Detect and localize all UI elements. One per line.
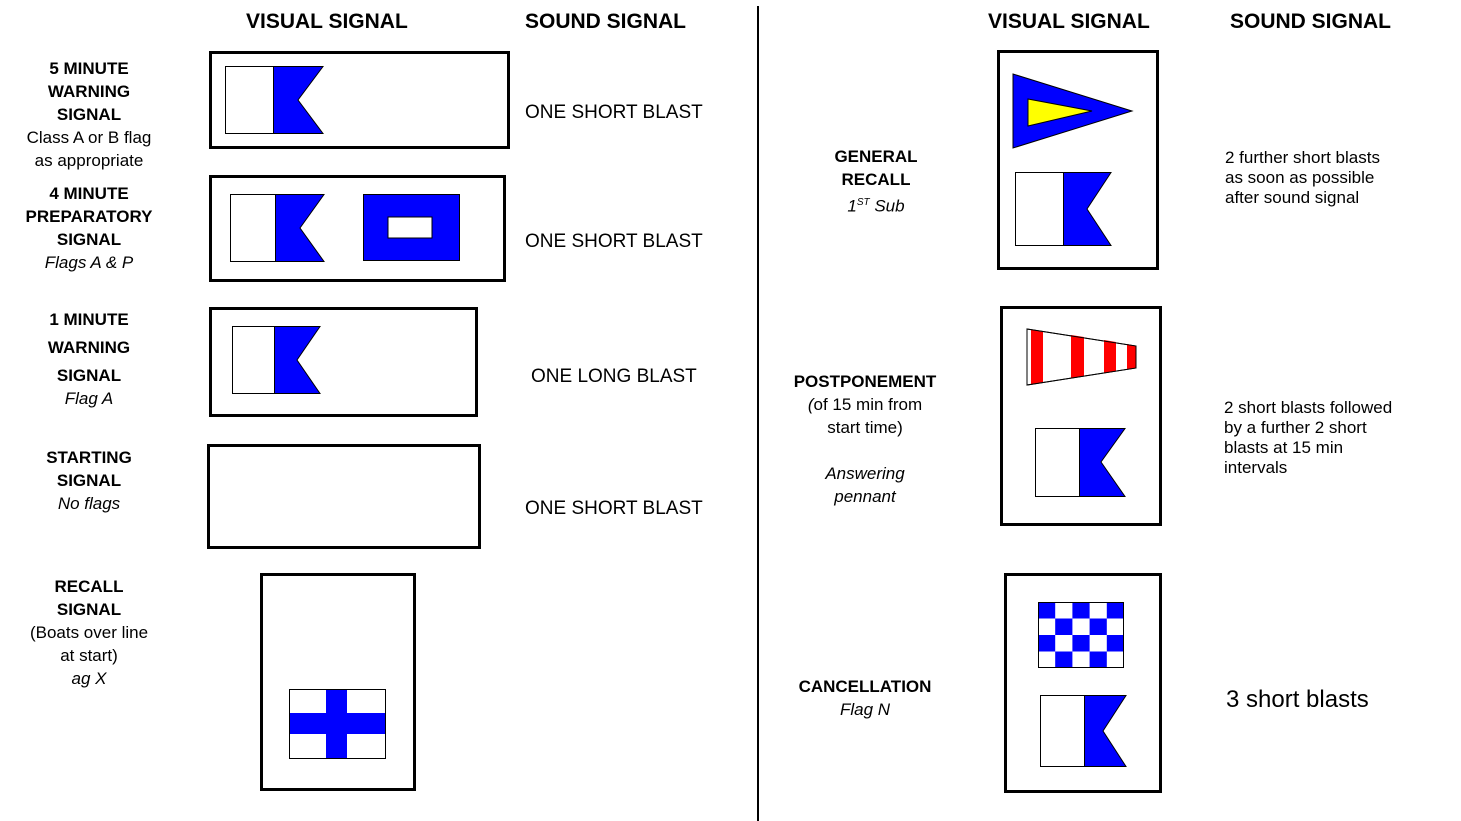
flag-a-icon [1035, 428, 1126, 497]
flag-p-icon [363, 194, 460, 261]
four-minute-preparatory-label: 4 MINUTE PREPARATORY SIGNAL Flags A & P [25, 184, 153, 272]
right-sound-header: SOUND SIGNAL [1230, 10, 1392, 33]
flag-a-icon [1015, 172, 1112, 246]
flag-a-icon [230, 194, 325, 262]
answering-pennant-icon [1026, 328, 1137, 386]
flag-a-icon [1040, 695, 1127, 767]
one-minute-sound-text: ONE LONG BLAST [531, 366, 697, 387]
right-visual-header: VISUAL SIGNAL [988, 10, 1150, 33]
first-substitute-pennant-icon [1012, 73, 1134, 149]
postponement-sound-text: 2 short blasts followed by a further 2 s… [1224, 398, 1393, 477]
one-minute-warning-label: 1 MINUTE WARNING SIGNAL Flag A [47, 310, 131, 408]
column-divider [757, 6, 759, 821]
left-sound-header: SOUND SIGNAL [525, 10, 687, 33]
left-visual-header: VISUAL SIGNAL [246, 10, 408, 33]
general-recall-label: GENERAL RECALL 1ST Sub [834, 147, 918, 216]
cancellation-label: CANCELLATION Flag N [798, 677, 932, 719]
starting-signal-label: STARTING SIGNAL No flags [46, 448, 132, 513]
flag-x-icon [289, 689, 386, 759]
postponement-label: POSTPONEMENT (of 15 min from start time)… [793, 372, 937, 506]
flag-n-icon [1038, 602, 1124, 668]
starting-sound-text: ONE SHORT BLAST [525, 498, 703, 519]
five-minute-warning-label: 5 MINUTE WARNING SIGNAL Class A or B fla… [26, 59, 152, 170]
five-minute-sound-text: ONE SHORT BLAST [525, 102, 703, 123]
starting-visual-box [207, 444, 481, 549]
flag-a-icon [232, 326, 321, 394]
flag-a-icon [225, 66, 324, 134]
general-recall-sound-text: 2 further short blasts as soon as possib… [1225, 148, 1380, 207]
four-minute-sound-text: ONE SHORT BLAST [525, 231, 703, 252]
cancellation-sound-text: 3 short blasts [1226, 686, 1369, 713]
recall-signal-label: RECALL SIGNAL (Boats over line at start)… [29, 577, 149, 688]
